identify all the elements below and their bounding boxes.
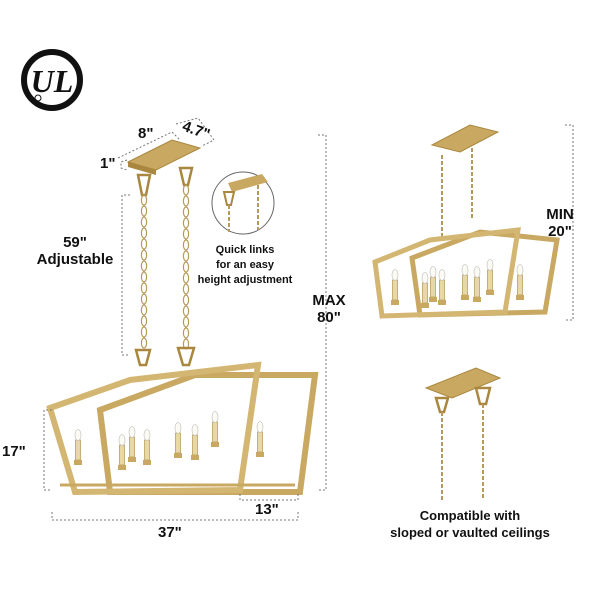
chain-link — [140, 216, 148, 228]
body-height-label: 17" — [2, 443, 26, 460]
canopy-height-label: 1" — [100, 155, 116, 172]
svg-text:UL: UL — [31, 63, 74, 99]
max-label: MAX — [312, 292, 346, 309]
main-chandelier — [46, 139, 319, 496]
caption-line: Compatible with — [419, 508, 521, 523]
chain-link — [182, 316, 190, 328]
chain-adjustable-note: Adjustable — [36, 251, 114, 269]
min-value: 20" — [548, 223, 572, 241]
chain-link — [182, 250, 190, 262]
chain-link — [182, 327, 190, 339]
chain-link — [140, 315, 148, 327]
chain-link — [140, 326, 148, 338]
chain-link — [182, 184, 190, 196]
frame-front — [46, 361, 262, 496]
chain-link — [140, 227, 148, 239]
quick-links-caption: Quick links for an easy height adjustmen… — [195, 243, 295, 288]
chain-length-label: 59" Adjustable — [30, 234, 120, 269]
chain-link — [182, 261, 190, 273]
caption-line: for an easy — [215, 258, 275, 271]
chain-link — [182, 305, 190, 317]
chain-link — [140, 194, 148, 206]
quick-link-detail — [211, 171, 275, 235]
canopy — [126, 139, 202, 171]
canopy-length-label: 8" — [138, 125, 154, 142]
body-length-label: 37" — [158, 524, 182, 541]
chain-link — [140, 304, 148, 316]
chain-link — [182, 294, 190, 306]
frame-back — [96, 372, 319, 495]
caption-line: Quick links — [215, 244, 275, 256]
chain-link — [140, 205, 148, 217]
ul-logo: UL — [21, 49, 83, 111]
chain-link — [140, 238, 148, 250]
caption-line: sloped or vaulted ceilings — [390, 524, 550, 540]
chain-link — [140, 282, 148, 294]
chain-link — [140, 293, 148, 305]
min-height-label: MIN 20" — [530, 206, 590, 241]
chain-link — [140, 260, 148, 272]
chain-right — [182, 184, 190, 350]
sloped-ceiling-mount — [424, 367, 502, 500]
chain-length-value: 59" — [63, 234, 87, 251]
min-height-chandelier — [372, 124, 560, 319]
max-height-label: MAX 80" — [304, 292, 354, 327]
min-label: MIN — [546, 206, 574, 223]
sloped-ceiling-caption: Compatible with sloped or vaulted ceilin… — [365, 508, 575, 542]
caption-line: height adjustment — [197, 273, 293, 286]
chain-link — [182, 239, 190, 251]
chain-link — [140, 337, 148, 349]
chain-link — [140, 271, 148, 283]
chain-link — [182, 272, 190, 284]
body-depth-label: 13" — [255, 501, 279, 518]
chain-link — [182, 228, 190, 240]
max-value: 80" — [317, 309, 341, 327]
chain-link — [182, 283, 190, 295]
chain-left — [140, 194, 148, 349]
chain-link — [182, 217, 190, 229]
dimension-lines — [43, 117, 574, 521]
chain-link — [182, 195, 190, 207]
chain-link — [182, 206, 190, 218]
chain-link — [140, 249, 148, 261]
